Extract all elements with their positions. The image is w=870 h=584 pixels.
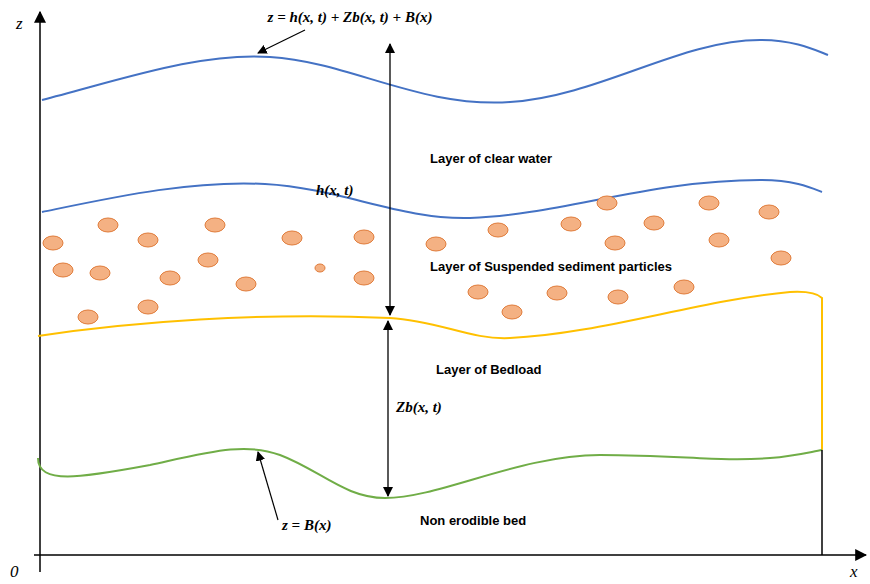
bedload-top-curve [38,292,822,450]
x-axis [34,554,866,556]
axis-label: z [16,14,23,34]
layer-label: Layer of Bedload [436,362,541,378]
layer-label: Non erodible bed [420,513,526,529]
bed-formula: z = B(x) [282,516,331,534]
dimension-label: h(x, t) [316,181,354,199]
free-surface-curve [42,40,828,103]
layer-label: Layer of clear water [430,151,552,167]
leader-arrow [258,452,278,520]
surface-formula: z = h(x, t) + Zb(x, t) + B(x) [268,8,433,26]
h-dimension-arrow [389,44,390,315]
domain-end-line [821,450,823,555]
dimension-label: Zb(x, t) [396,398,442,416]
layer-label: Layer of Suspended sediment particles [430,259,672,275]
bed-curve [38,449,822,498]
axis-label: 0 [10,562,19,582]
z-axis [39,12,41,572]
axis-label: x [850,562,858,582]
sediment-particles [43,196,791,324]
zb-dimension-arrow [387,321,388,496]
suspension-top-curve [42,180,822,218]
leader-arrow [258,30,305,53]
